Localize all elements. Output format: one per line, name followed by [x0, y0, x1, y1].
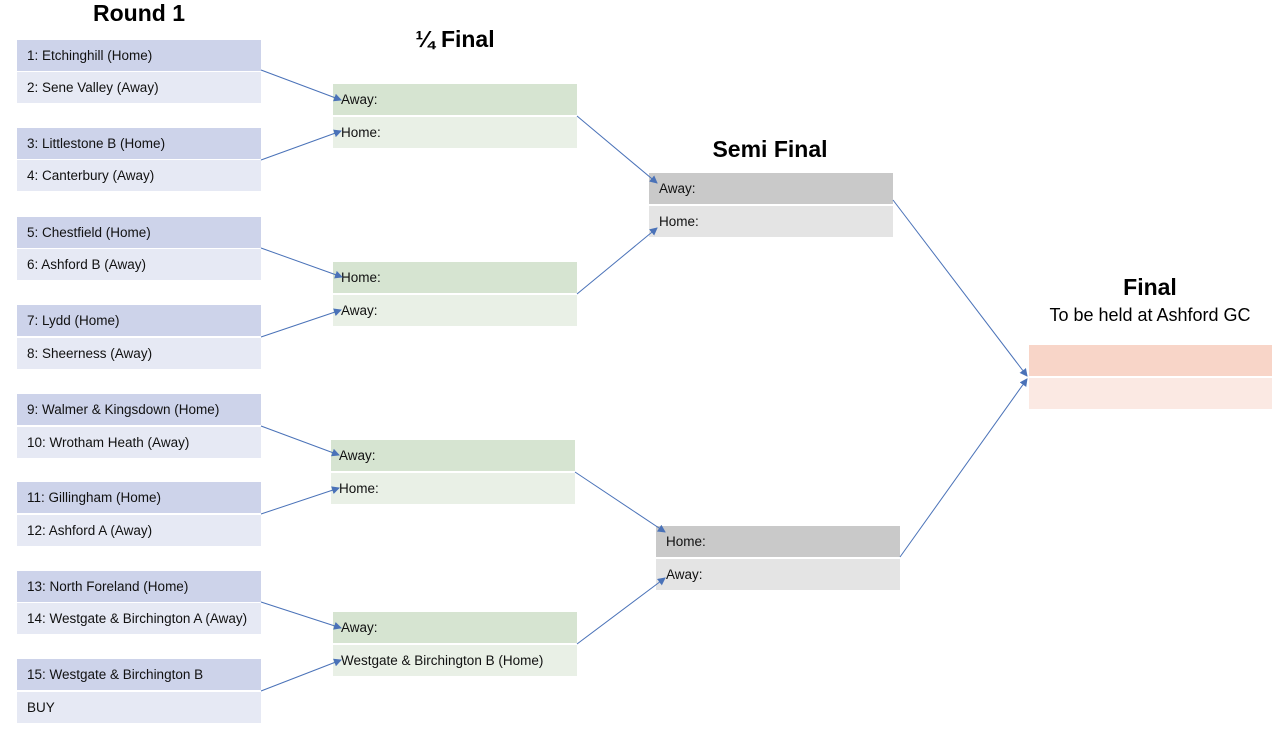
round1-slot-14: 14: Westgate & Birchington A (Away): [17, 603, 261, 634]
round1-slot-5: 5: Chestfield (Home): [17, 217, 261, 248]
quarter-final-slot-4: Away:: [333, 295, 577, 326]
final-venue-text: To be held at Ashford GC: [1049, 305, 1251, 325]
connector-qf-3-to-sf-3: [574, 471, 666, 533]
connector-r1-6-to-qf-6: [260, 486, 340, 515]
round1-slot-2-label: 2: Sene Valley (Away): [27, 80, 159, 95]
semi-final-heading: Semi Final: [712, 136, 828, 162]
quarter-final-slot-5-label: Away:: [339, 448, 376, 463]
round1-slot-5-label: 5: Chestfield (Home): [27, 225, 151, 240]
round1-slot-1-label: 1: Etchinghill (Home): [27, 48, 153, 63]
semi-final-slot-3-label: Home:: [666, 534, 706, 549]
round1-slot-4-label: 4: Canterbury (Away): [27, 168, 155, 183]
round1-slot-12: 12: Ashford A (Away): [17, 515, 261, 546]
connector-r1-3-to-qf-3: [260, 247, 343, 279]
connector-r1-4-to-qf-4: [260, 308, 342, 338]
round1-slot-4: 4: Canterbury (Away): [17, 160, 261, 191]
quarter-final-slot-4-label: Away:: [341, 303, 378, 318]
final-heading: Final: [1123, 274, 1177, 300]
final-slot-2: [1029, 378, 1272, 409]
round1-slot-10: 10: Wrotham Heath (Away): [17, 427, 261, 458]
semi-final-slot-1: Away:: [649, 173, 893, 204]
round1-slot-16-label: BUY: [27, 700, 55, 715]
quarter-final-slot-3-label: Home:: [341, 270, 381, 285]
round1-heading: Round 1: [93, 0, 185, 26]
round1-slot-8: 8: Sheerness (Away): [17, 338, 261, 369]
round1-slot-15-label: 15: Westgate & Birchington B: [27, 667, 204, 682]
quarter-final-slot-1-label: Away:: [341, 92, 378, 107]
round1-slot-7-label: 7: Lydd (Home): [27, 313, 120, 328]
quarter-final-slot-2-label: Home:: [341, 125, 381, 140]
connector-sf-1-to-final: [892, 199, 1028, 377]
quarter-final-slot-8: Westgate & Birchington B (Home): [333, 645, 577, 676]
round1-slot-15: 15: Westgate & Birchington B: [17, 659, 261, 690]
round1-slot-6: 6: Ashford B (Away): [17, 249, 261, 280]
round1-slot-8-label: 8: Sheerness (Away): [27, 346, 153, 361]
round1-slot-2: 2: Sene Valley (Away): [17, 72, 261, 103]
quarter-final-slot-5: Away:: [331, 440, 575, 471]
connector-r1-2-to-qf-2: [260, 129, 342, 161]
quarter-final-slot-2: Home:: [333, 117, 577, 148]
round1-slot-6-label: 6: Ashford B (Away): [27, 257, 147, 272]
round1-slot-11: 11: Gillingham (Home): [17, 482, 261, 513]
quarter-final-slot-7-label: Away:: [341, 620, 378, 635]
semi-final-slot-2-label: Home:: [659, 214, 699, 229]
round1-slot-12-label: 12: Ashford A (Away): [27, 523, 153, 538]
round1-slot-14-label: 14: Westgate & Birchington A (Away): [27, 611, 248, 626]
connector-r1-1-to-qf-1: [260, 69, 342, 102]
round1-slot-10-label: 10: Wrotham Heath (Away): [27, 435, 190, 450]
quarter-final-slot-6: Home:: [331, 473, 575, 504]
quarter-final-slot-3: Home:: [333, 262, 577, 293]
semi-final-slot-3: Home:: [656, 526, 900, 557]
semi-final-slot-4: Away:: [656, 559, 900, 590]
connector-qf-2-to-sf-2: [576, 227, 658, 295]
quarter-final-slot-7: Away:: [333, 612, 577, 643]
connector-r1-8-to-qf-8: [260, 658, 342, 692]
connector-sf-2-to-final: [899, 378, 1028, 558]
quarter-final-slot-6-label: Home:: [339, 481, 379, 496]
round1-slot-13: 13: North Foreland (Home): [17, 571, 261, 602]
semi-final-slot-2: Home:: [649, 206, 893, 237]
round1-slot-16: BUY: [17, 692, 261, 723]
round1-slot-3-label: 3: Littlestone B (Home): [27, 136, 166, 151]
round1-slot-1: 1: Etchinghill (Home): [17, 40, 261, 71]
quarter-final-slot-1: Away:: [333, 84, 577, 115]
quarter-final-slot-8-label: Westgate & Birchington B (Home): [341, 653, 544, 668]
round1-slot-11-label: 11: Gillingham (Home): [27, 490, 162, 505]
final-slot-1: [1029, 345, 1272, 376]
round1-slot-13-label: 13: North Foreland (Home): [27, 579, 189, 594]
quarter-final-heading: ¼ Final: [415, 26, 495, 52]
round1-slot-7: 7: Lydd (Home): [17, 305, 261, 336]
round1-slot-9: 9: Walmer & Kingsdown (Home): [17, 394, 261, 425]
semi-final-slot-4-label: Away:: [666, 567, 703, 582]
connector-r1-5-to-qf-5: [260, 425, 340, 457]
round1-slot-9-label: 9: Walmer & Kingsdown (Home): [27, 402, 220, 417]
connector-qf-4-to-sf-4: [576, 577, 666, 645]
connector-qf-1-to-sf-1: [576, 115, 658, 184]
connector-r1-7-to-qf-7: [260, 601, 342, 630]
semi-final-slot-1-label: Away:: [659, 181, 696, 196]
round1-slot-3: 3: Littlestone B (Home): [17, 128, 261, 159]
